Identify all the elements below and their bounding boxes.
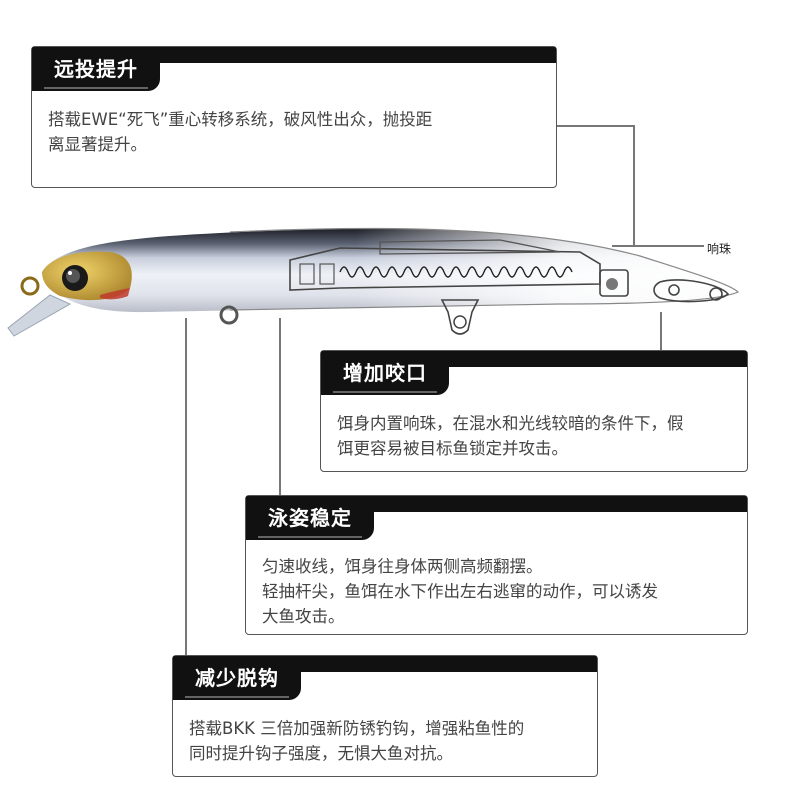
description-line: 搭载EWE“死飞”重心转移系统，破风性出众，抛投距 <box>48 110 433 129</box>
rattle-ball <box>606 278 618 290</box>
line-tie <box>20 276 40 296</box>
leader-line-hook <box>185 318 187 656</box>
description-line: 同时提升钩子强度，无惧大鱼对抗。 <box>189 744 453 763</box>
rattle-chamber <box>599 269 629 297</box>
feature-card-swim: 泳姿稳定 匀速收线，饵身往身体两侧高频翻摆。 轻抽杆尖，鱼饵在水下作出左右逃窜的… <box>245 495 748 635</box>
leader-line-bite <box>660 312 662 352</box>
belly-eyelet <box>440 299 480 335</box>
tail-eyelet <box>653 279 730 303</box>
feature-card-hook: 减少脱钩 搭载BKK 三倍加强新防锈钓钩，增强粘鱼性的 同时提升钩子强度，无惧大… <box>172 655 598 777</box>
leader-line-cast <box>557 125 635 127</box>
feature-title: 泳姿稳定 <box>246 496 374 540</box>
description-line: 饵更容易被目标鱼锁定并攻击。 <box>337 439 568 458</box>
rattle-label: 响珠 <box>707 242 732 256</box>
front-hook-eye <box>219 305 239 325</box>
description-line: 大鱼攻击。 <box>262 607 345 626</box>
feature-title: 增加咬口 <box>321 351 449 395</box>
lure-illustration <box>7 227 740 337</box>
leader-line-cast <box>633 125 635 245</box>
leader-line-rattle <box>612 245 704 247</box>
feature-description: 匀速收线，饵身往身体两侧高频翻摆。 轻抽杆尖，鱼饵在水下作出左右逃窜的动作，可以… <box>262 554 733 629</box>
feature-card-bite: 增加咬口 饵身内置响珠，在混水和光线较暗的条件下，假 饵更容易被目标鱼锁定并攻击… <box>320 350 748 472</box>
description-line: 饵身内置响珠，在混水和光线较暗的条件下，假 <box>337 414 684 433</box>
weight-transfer-spring <box>339 266 573 278</box>
description-line: 轻抽杆尖，鱼饵在水下作出左右逃窜的动作，可以诱发 <box>262 582 658 601</box>
feature-title: 远投提升 <box>32 47 160 91</box>
feature-title: 减少脱钩 <box>173 656 301 700</box>
leader-line-swim <box>279 318 281 496</box>
feature-description: 饵身内置响珠，在混水和光线较暗的条件下，假 饵更容易被目标鱼锁定并攻击。 <box>337 411 733 461</box>
feature-card-casting: 远投提升 搭载EWE“死飞”重心转移系统，破风性出众，抛投距 离显著提升。 <box>31 46 557 188</box>
description-line: 搭载BKK 三倍加强新防锈钓钩，增强粘鱼性的 <box>189 719 525 738</box>
feature-description: 搭载BKK 三倍加强新防锈钓钩，增强粘鱼性的 同时提升钩子强度，无惧大鱼对抗。 <box>189 716 583 766</box>
description-line: 匀速收线，饵身往身体两侧高频翻摆。 <box>262 557 543 576</box>
description-line: 离显著提升。 <box>48 135 147 154</box>
card-title-bar <box>32 47 556 63</box>
feature-description: 搭载EWE“死飞”重心转移系统，破风性出众，抛投距 离显著提升。 <box>48 107 542 157</box>
lure-lip <box>7 294 72 337</box>
